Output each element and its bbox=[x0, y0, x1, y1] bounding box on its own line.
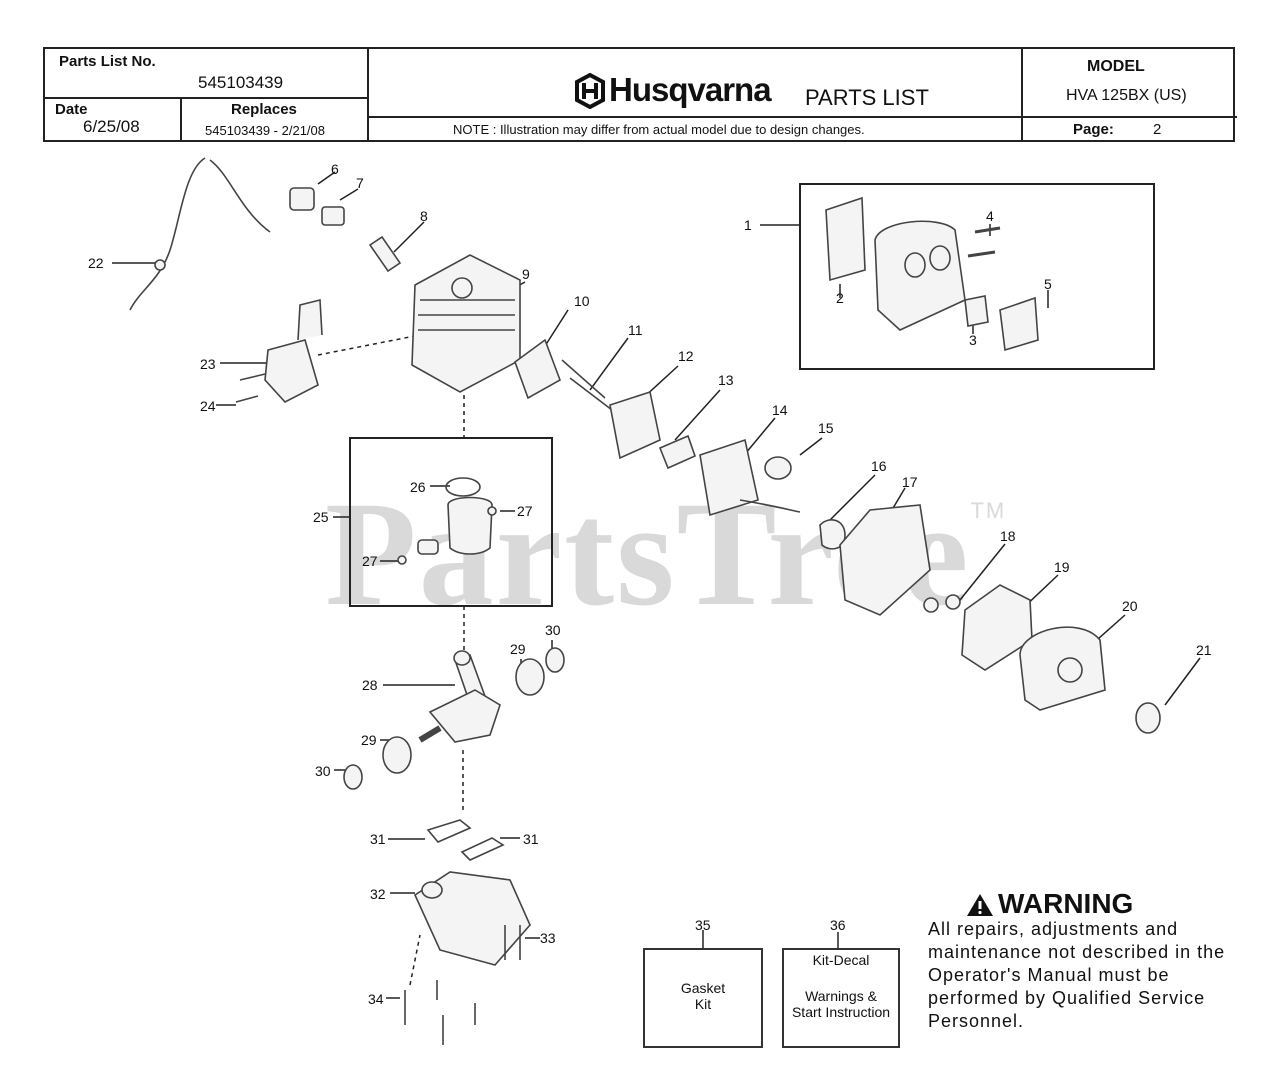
callout-34: 34 bbox=[368, 991, 384, 1007]
callout-4: 4 bbox=[986, 208, 994, 224]
header-table: Parts List No. 545103439 Date 6/25/08 Re… bbox=[43, 47, 1237, 142]
warning-icon bbox=[967, 894, 993, 916]
callout-29b: 29 bbox=[361, 732, 377, 748]
callout-11: 11 bbox=[628, 322, 643, 338]
callout-21: 21 bbox=[1196, 642, 1212, 658]
callout-27b: 27 bbox=[362, 553, 378, 569]
gasket-kit-line2: Kit bbox=[694, 996, 712, 1012]
date-label: Date bbox=[55, 101, 88, 118]
callout-8: 8 bbox=[420, 208, 428, 224]
callout-19: 19 bbox=[1054, 559, 1070, 575]
callout-14: 14 bbox=[772, 402, 788, 418]
model-label: MODEL bbox=[1087, 58, 1145, 75]
replaces-value: 545103439 - 2/21/08 bbox=[205, 123, 325, 138]
decal-kit-line1: Warnings & bbox=[805, 988, 877, 1004]
doc-type: PARTS LIST bbox=[805, 85, 929, 110]
kit-36-number: 36 bbox=[830, 917, 846, 933]
callout-30a: 30 bbox=[545, 622, 561, 638]
muffler-group-box bbox=[799, 183, 1155, 370]
gasket-kit-line1: Gasket bbox=[680, 980, 726, 996]
callout-9: 9 bbox=[522, 266, 530, 282]
callout-18: 18 bbox=[1000, 528, 1016, 544]
callout-5: 5 bbox=[1044, 276, 1052, 292]
callout-27a: 27 bbox=[517, 503, 533, 519]
callout-32: 32 bbox=[370, 886, 386, 902]
callout-16: 16 bbox=[871, 458, 887, 474]
callout-7: 7 bbox=[356, 175, 364, 191]
piston-group-box bbox=[349, 437, 553, 607]
callout-30b: 30 bbox=[315, 763, 331, 779]
callout-2: 2 bbox=[836, 290, 844, 306]
crown-icon bbox=[575, 73, 605, 109]
callout-28: 28 bbox=[362, 677, 378, 693]
callout-31a: 31 bbox=[370, 831, 386, 847]
warning-text: All repairs, adjustments and maintenance… bbox=[928, 919, 1226, 1031]
callout-12: 12 bbox=[678, 348, 694, 364]
parts-list-no-label: Parts List No. bbox=[59, 53, 156, 70]
parts-list-no: 545103439 bbox=[198, 73, 284, 92]
callout-3: 3 bbox=[969, 332, 977, 348]
callout-31b: 31 bbox=[523, 831, 539, 847]
callout-13: 13 bbox=[718, 372, 734, 388]
replaces-label: Replaces bbox=[231, 101, 297, 118]
callout-22: 22 bbox=[88, 255, 104, 271]
brand-name: Husqvarna bbox=[609, 71, 772, 108]
decal-kit-box: Kit-Decal Warnings & Start Instruction bbox=[782, 948, 900, 1048]
callout-24: 24 bbox=[200, 398, 216, 414]
callout-26: 26 bbox=[410, 479, 426, 495]
kit-35-number: 35 bbox=[695, 917, 711, 933]
callout-33: 33 bbox=[540, 930, 556, 946]
callout-10: 10 bbox=[574, 293, 590, 309]
page-value: 2 bbox=[1153, 121, 1162, 138]
gasket-kit-box: Gasket Kit bbox=[643, 948, 763, 1048]
page-label: Page: bbox=[1073, 121, 1114, 138]
callout-1: 1 bbox=[744, 217, 752, 233]
callout-25: 25 bbox=[313, 509, 329, 525]
illustration-note: NOTE : Illustration may differ from actu… bbox=[453, 122, 865, 137]
callout-23: 23 bbox=[200, 356, 216, 372]
callout-20: 20 bbox=[1122, 598, 1138, 614]
callout-6: 6 bbox=[331, 161, 339, 177]
model-value: HVA 125BX (US) bbox=[1066, 87, 1187, 104]
callout-15: 15 bbox=[818, 420, 834, 436]
decal-kit-line2: Start Instruction bbox=[791, 1004, 891, 1020]
warning-title: WARNING bbox=[998, 888, 1134, 919]
callout-29a: 29 bbox=[510, 641, 526, 657]
date-value: 6/25/08 bbox=[83, 117, 140, 136]
decal-kit-title: Kit-Decal bbox=[812, 952, 870, 968]
callout-17: 17 bbox=[902, 474, 918, 490]
